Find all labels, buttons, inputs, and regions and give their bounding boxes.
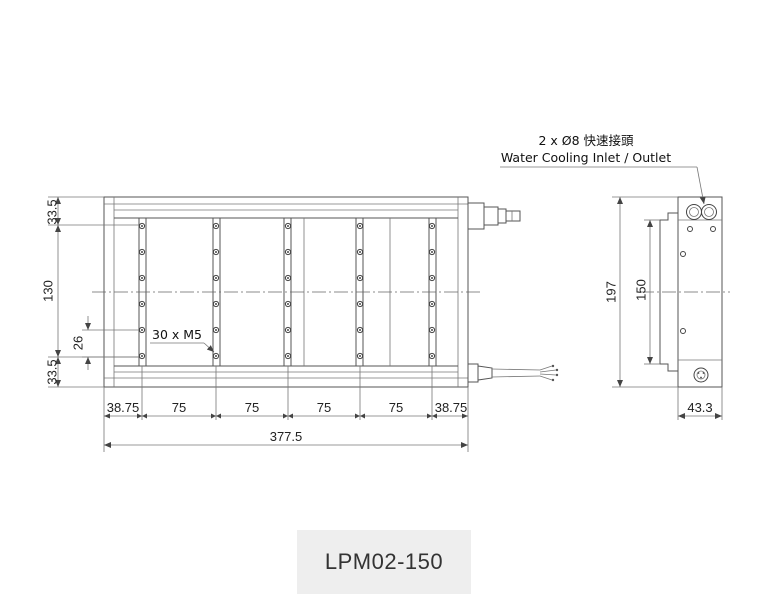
mount-hole-center [140,250,144,254]
mount-hole-center [430,302,434,306]
mount-hole-center [286,250,290,254]
mount-hole-center [358,354,362,358]
model-label-box: LPM02-150 [297,530,471,594]
dim-pitch-3: 75 [317,400,331,415]
mount-hole-center [214,354,218,358]
mount-hole-center [430,224,434,228]
dim-pitch-2: 75 [245,400,259,415]
mount-hole-center [214,250,218,254]
mount-hole-center [430,276,434,280]
mount-hole-center [214,276,218,280]
power-connector [693,367,709,383]
dim-side-height: 197 [603,281,618,303]
dim-top-margin: 33.5 [44,199,59,224]
water-connector [467,202,521,230]
dim-mid-height: 130 [40,280,55,302]
mount-hole-center [286,328,290,332]
dim-overall-length: 377.5 [270,429,303,444]
dim-side-inner: 150 [633,279,648,301]
mount-hole-center [140,276,144,280]
callout-ports-en: Water Cooling Inlet / Outlet [501,150,671,165]
mounting-holes [138,222,436,360]
mount-hole-center [358,276,362,280]
callout-mount-holes: 30 x M5 [152,327,202,342]
dim-hole-pitch: 26 [70,336,85,350]
power-cable [467,363,559,383]
mount-hole-center [140,328,144,332]
mount-hole-center [358,224,362,228]
mount-hole-center [430,354,434,358]
front-view [92,196,559,388]
mount-hole-center [358,302,362,306]
mount-hole-center [140,302,144,306]
mount-hole-center [214,224,218,228]
mount-hole-center [358,328,362,332]
mount-hole-center [430,328,434,332]
dim-edge-right: 38.75 [435,400,468,415]
water-port-2 [701,204,717,220]
mount-hole-center [286,276,290,280]
dim-bottom-margin: 33.5 [44,359,59,384]
callout-ports: 2 x Ø8 快速接頭 [538,133,634,148]
water-port-1 [686,204,702,220]
mount-hole-center [286,224,290,228]
dim-edge-left: 38.75 [107,400,140,415]
front-dimensions: 33.5 130 33.5 26 30 x M5 38.75 75 [40,196,469,452]
dim-side-width: 43.3 [687,400,712,415]
dim-pitch-1: 75 [172,400,186,415]
mount-hole-center [214,302,218,306]
mount-hole-center [286,302,290,306]
mount-hole-center [214,328,218,332]
mount-hole-center [286,354,290,358]
model-name: LPM02-150 [324,549,444,574]
dim-pitch-4: 75 [389,400,403,415]
mount-hole-center [358,250,362,254]
mount-hole-center [140,224,144,228]
side-dimensions: 197 150 43.3 2 x Ø8 快速接頭 Water Cooling I… [500,133,723,420]
mount-hole-center [140,354,144,358]
mount-hole-center [430,250,434,254]
side-view [640,196,730,388]
